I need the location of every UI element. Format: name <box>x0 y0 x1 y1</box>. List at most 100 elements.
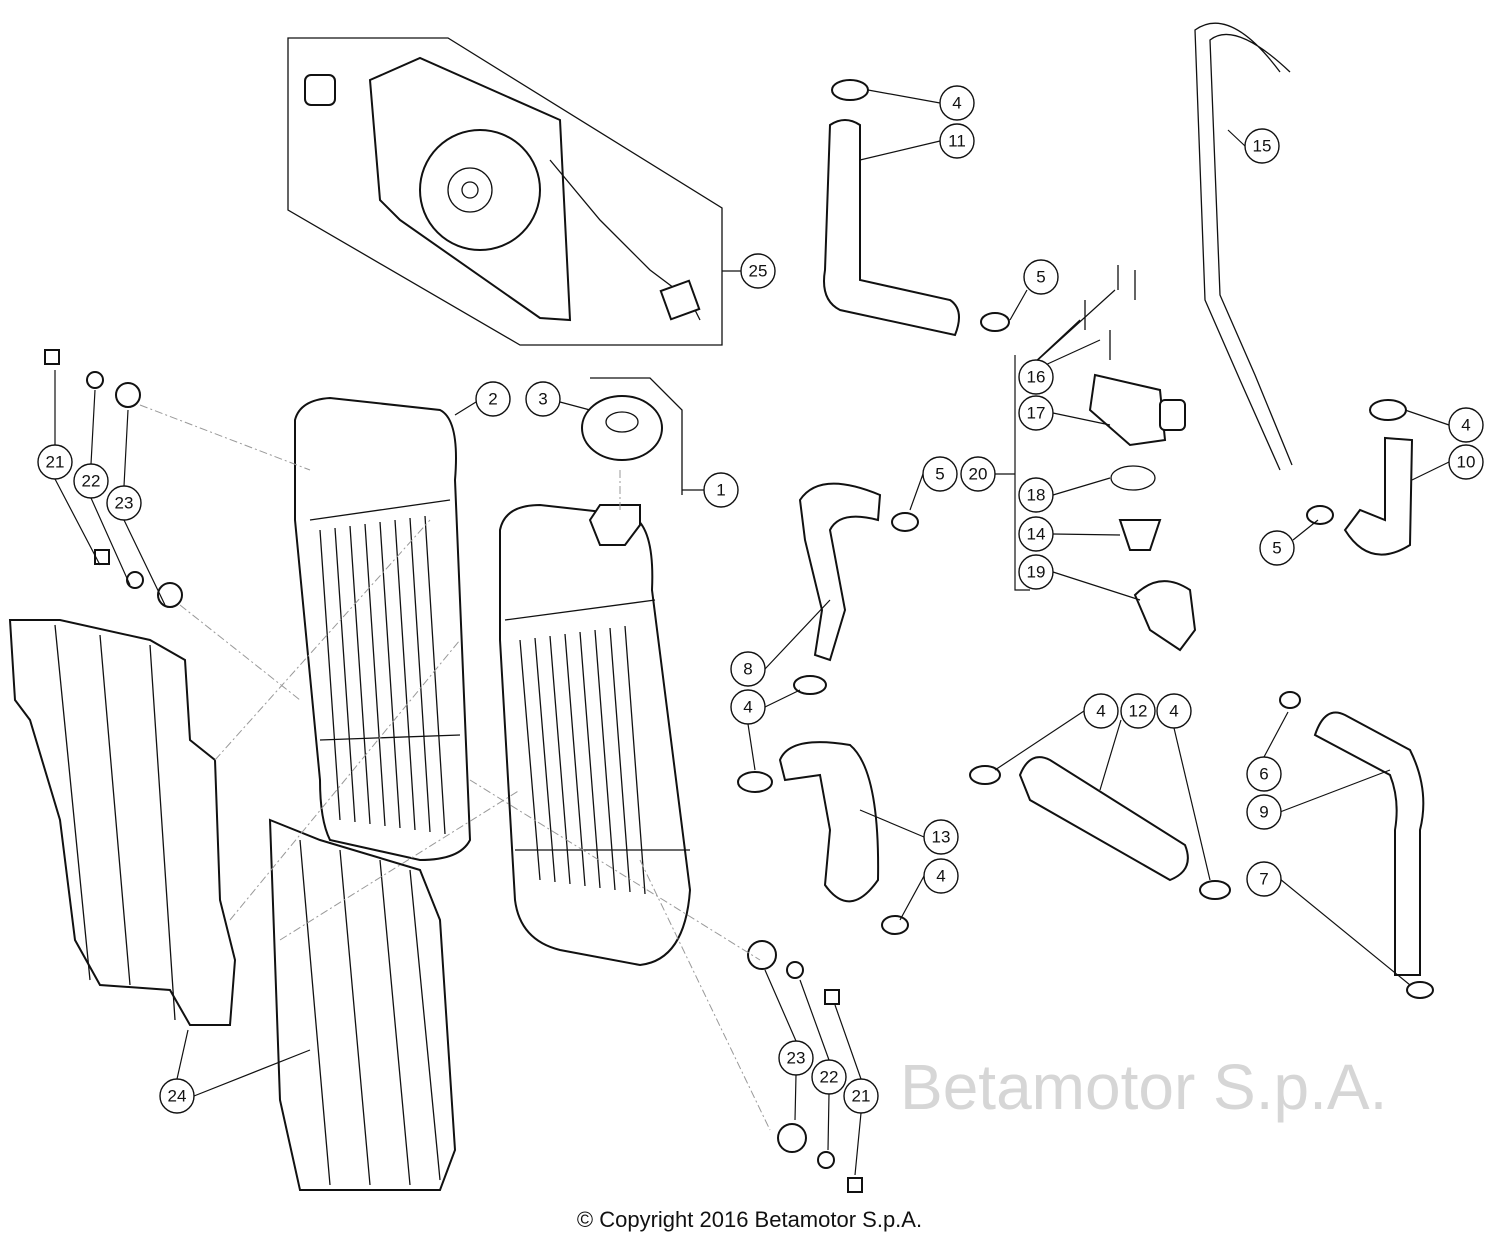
callout-part-22: 22 <box>811 1059 847 1095</box>
callout-circle <box>475 381 511 417</box>
callout-circle <box>1156 693 1192 729</box>
callout-part-3: 3 <box>525 381 561 417</box>
callout-number: 5 <box>1036 268 1045 287</box>
callout-circle <box>1448 407 1484 443</box>
callout-circle <box>525 381 561 417</box>
callout-part-5: 5 <box>1023 259 1059 295</box>
callout-number: 2 <box>488 390 497 409</box>
callout-circle <box>960 456 996 492</box>
callout-number: 10 <box>1457 453 1476 472</box>
callout-circle <box>1246 756 1282 792</box>
callout-number: 25 <box>749 262 768 281</box>
callout-part-4: 4 <box>1083 693 1119 729</box>
callout-part-2: 2 <box>475 381 511 417</box>
callout-circle <box>1246 861 1282 897</box>
callout-part-4: 4 <box>939 85 975 121</box>
callout-part-9: 9 <box>1246 794 1282 830</box>
callout-number: 14 <box>1027 525 1046 544</box>
callout-part-24: 24 <box>159 1078 195 1114</box>
radiator-cap <box>581 395 663 461</box>
callout-circle <box>1083 693 1119 729</box>
callout-circle <box>1448 444 1484 480</box>
callout-part-15: 15 <box>1244 128 1280 164</box>
callout-part-19: 19 <box>1018 554 1054 590</box>
callout-number: 23 <box>115 494 134 513</box>
callout-part-12: 12 <box>1120 693 1156 729</box>
callout-number: 4 <box>1169 702 1178 721</box>
callout-number: 1 <box>716 481 725 500</box>
callout-number: 8 <box>743 660 752 679</box>
callout-number: 12 <box>1129 702 1148 721</box>
callout-number: 4 <box>743 698 752 717</box>
callout-part-4: 4 <box>1448 407 1484 443</box>
callout-circle <box>1120 693 1156 729</box>
callout-circle <box>811 1059 847 1095</box>
callout-part-6: 6 <box>1246 756 1282 792</box>
assembly-lines <box>139 404 771 1131</box>
callout-circle <box>73 463 109 499</box>
callout-number: 7 <box>1259 870 1268 889</box>
callout-number: 4 <box>936 867 945 886</box>
callout-number: 9 <box>1259 803 1268 822</box>
hose-15 <box>1194 22 1293 471</box>
callout-circle <box>1246 794 1282 830</box>
callout-part-10: 10 <box>1448 444 1484 480</box>
callout-part-23: 23 <box>106 485 142 521</box>
callout-circle <box>730 651 766 687</box>
hose-12 <box>1018 756 1189 882</box>
callout-part-21: 21 <box>37 444 73 480</box>
leader-lines <box>54 89 1450 1176</box>
callout-circle <box>1244 128 1280 164</box>
callout-circle <box>740 253 776 289</box>
left-radiator <box>294 396 472 862</box>
callout-circle <box>778 1040 814 1076</box>
fan-assembly-group <box>287 37 723 346</box>
callout-circle <box>1018 477 1054 513</box>
callout-number: 4 <box>1461 416 1470 435</box>
watermark: Betamotor S.p.A. <box>900 1051 1388 1123</box>
callout-part-4: 4 <box>923 858 959 894</box>
callout-circle <box>939 85 975 121</box>
callout-circle <box>730 689 766 725</box>
hose-13 <box>778 741 880 903</box>
callout-part-25: 25 <box>740 253 776 289</box>
callout-number: 16 <box>1027 368 1046 387</box>
callout-circle <box>1023 259 1059 295</box>
callout-number: 22 <box>82 472 101 491</box>
callout-number: 17 <box>1027 404 1046 423</box>
callout-circle <box>703 472 739 508</box>
callout-number: 20 <box>969 465 988 484</box>
callout-number: 4 <box>952 94 961 113</box>
callout-circle <box>106 485 142 521</box>
callout-part-4: 4 <box>730 689 766 725</box>
callout-part-5: 5 <box>1259 530 1295 566</box>
callout-number: 4 <box>1096 702 1105 721</box>
callout-circle <box>1259 530 1295 566</box>
fan <box>419 129 541 251</box>
callout-part-11: 11 <box>939 123 975 159</box>
thermostat-assembly <box>1084 265 1197 652</box>
callout-number: 13 <box>932 828 951 847</box>
callout-number: 5 <box>1272 539 1281 558</box>
callout-circle <box>1018 516 1054 552</box>
callout-circle <box>1018 554 1054 590</box>
callout-number: 6 <box>1259 765 1268 784</box>
callout-number: 3 <box>538 390 547 409</box>
filler-neck <box>588 504 641 546</box>
callout-part-18: 18 <box>1018 477 1054 513</box>
fasteners <box>44 349 863 1193</box>
callout-circle <box>159 1078 195 1114</box>
callout-part-7: 7 <box>1246 861 1282 897</box>
fan-switch <box>304 74 336 106</box>
hose-clamps <box>737 79 1434 999</box>
center-radiator-grille <box>268 818 457 1191</box>
callout-number: 11 <box>948 132 966 151</box>
callout-part-22: 22 <box>73 463 109 499</box>
callout-circle <box>1018 359 1054 395</box>
hose-11 <box>823 119 960 337</box>
callout-circle <box>923 819 959 855</box>
callout-part-20: 20 <box>960 456 996 492</box>
callout-part-8: 8 <box>730 651 766 687</box>
